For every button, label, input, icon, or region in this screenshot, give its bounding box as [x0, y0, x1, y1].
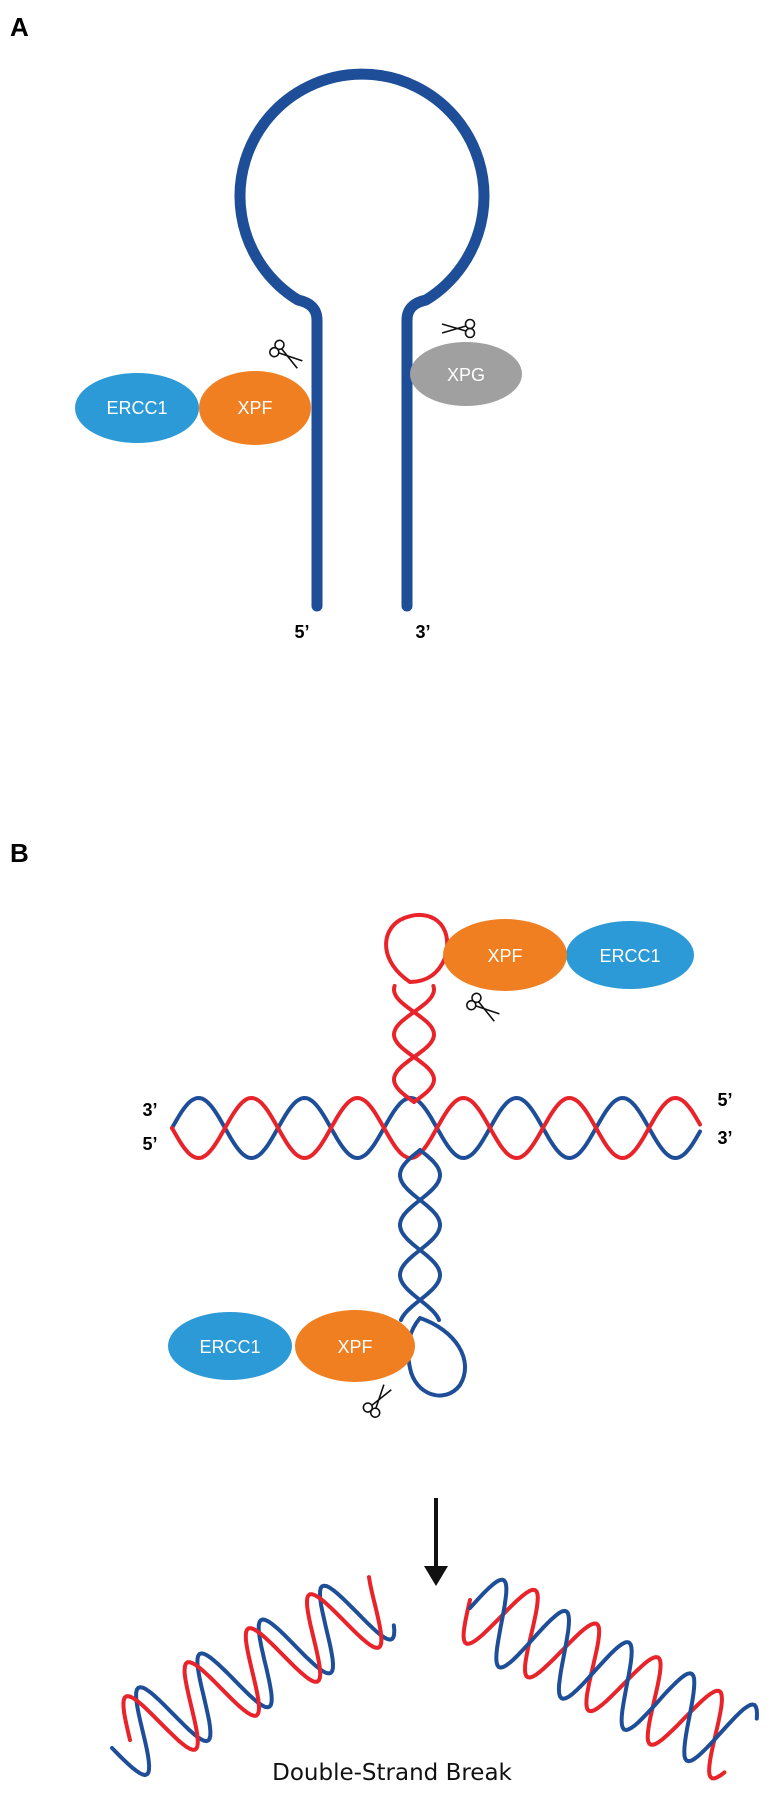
xpg-protein [410, 342, 522, 406]
panel-a-label: A [10, 12, 29, 42]
xpf-label: XPF [487, 946, 522, 966]
ercc1-protein [75, 373, 199, 443]
blue-strand [398, 1148, 442, 1322]
red-strand [170, 1096, 702, 1160]
panel-b-label: B [10, 838, 29, 868]
blue-strand [468, 1577, 759, 1764]
red-strand [121, 1575, 384, 1752]
red-strand [392, 984, 436, 1104]
hairpin-strand [234, 68, 490, 612]
xpf-ercc1-complex-top: XPF ERCC1 [443, 919, 694, 991]
scissors-icon [441, 318, 476, 339]
red-loop [384, 913, 450, 984]
end-label-left-bottom: 5’ [142, 1134, 157, 1154]
xpf-protein [295, 1310, 415, 1382]
red-crosslink-arm [392, 984, 436, 1104]
down-arrow-icon [424, 1498, 448, 1586]
end-label-right-top: 5’ [717, 1090, 732, 1110]
end-label-5prime: 5’ [294, 622, 309, 642]
blue-loop [406, 1316, 467, 1398]
ercc1-label: ERCC1 [599, 946, 660, 966]
red-strand [461, 1587, 727, 1781]
xpf-label: XPF [237, 398, 272, 418]
ercc1-xpf-complex-a: ERCC1 XPF [75, 371, 311, 445]
red-strand [392, 984, 436, 1104]
ercc1-xpf-complex-bottom: ERCC1 XPF [168, 1310, 415, 1382]
broken-helix-left [110, 1575, 397, 1777]
blue-crosslink-arm [398, 1148, 442, 1322]
end-label-3prime: 3’ [415, 622, 430, 642]
scissors-icon [362, 1384, 392, 1418]
end-label-left-top: 3’ [142, 1100, 157, 1120]
ercc1-protein [566, 921, 694, 989]
end-label-right-bottom: 3’ [717, 1128, 732, 1148]
caption: Double-Strand Break [272, 1760, 512, 1786]
broken-helix-right [461, 1577, 759, 1781]
dna-duplex [170, 1096, 702, 1160]
ercc1-label: ERCC1 [199, 1337, 260, 1357]
xpf-protein [443, 919, 567, 991]
scissors-icon [466, 992, 500, 1022]
xpg-complex: XPG [410, 342, 522, 406]
scissors-icon [269, 339, 303, 369]
blue-strand [398, 1148, 442, 1322]
xpf-label: XPF [337, 1337, 372, 1357]
ercc1-protein [168, 1312, 292, 1380]
ercc1-label: ERCC1 [106, 398, 167, 418]
xpf-protein [199, 371, 311, 445]
xpg-label: XPG [447, 365, 485, 385]
